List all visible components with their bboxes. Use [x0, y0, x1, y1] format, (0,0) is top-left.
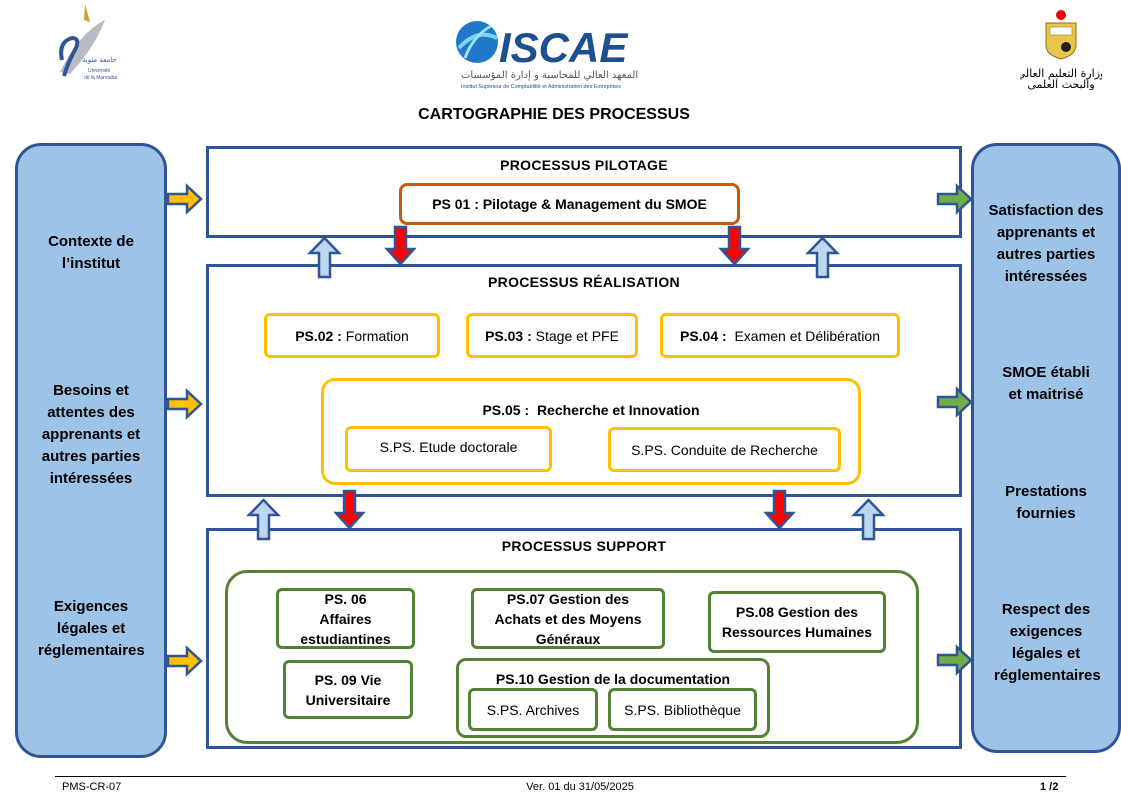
input-arrow-icon — [166, 645, 203, 677]
ps05-label: Recherche et Innovation — [536, 402, 700, 418]
support-title: PROCESSUS SUPPORT — [501, 538, 667, 554]
ministry-logo: وزارة التعليم العالي والبحث العلمي — [1017, 5, 1105, 91]
svg-text:de la Manouba: de la Manouba — [84, 75, 117, 81]
output-legal: Respect des exigences légales et régleme… — [994, 601, 1101, 684]
outputs-panel: Satisfaction des apprenants et autres pa… — [971, 143, 1121, 753]
down-arrow-icon — [384, 225, 417, 266]
output-arrow-icon — [936, 644, 973, 676]
svg-text:المعهد العالي للمحاسبة و إدارة: المعهد العالي للمحاسبة و إدارة المؤسسات — [461, 70, 638, 81]
input-arrow-icon — [166, 388, 203, 420]
input-arrow-icon — [166, 183, 203, 215]
svg-text:Université: Université — [88, 68, 110, 74]
ps02-label: Formation — [345, 327, 409, 344]
svg-text:Institut Supérieur de Comptabi: Institut Supérieur de Comptabilité et Ad… — [461, 84, 621, 90]
input-context: Contexte de l’institut — [48, 233, 134, 272]
svg-text:والبحث العلمي: والبحث العلمي — [1027, 78, 1094, 90]
ps07-box: PS.07 Gestion des Achats et des Moyens G… — [471, 588, 665, 649]
ps05-code: PS.05 : — [482, 402, 530, 418]
input-needs: Besoins et attentes des apprenants et au… — [41, 382, 141, 487]
ps04-label: Examen et Délibération — [734, 327, 880, 344]
output-prestations: Prestations fournies — [1005, 483, 1087, 522]
ps05-sub-conduite-recherche: S.PS. Conduite de Recherche — [608, 427, 841, 472]
page-title: CARTOGRAPHIE DES PROCESSUS — [418, 106, 690, 123]
ps05-sub-etude-doctorale: S.PS. Etude doctorale — [345, 426, 552, 472]
ps03-label: Stage et PFE — [535, 327, 619, 344]
pilotage-title: PROCESSUS PILOTAGE — [500, 157, 668, 173]
up-arrow-icon — [246, 498, 281, 541]
input-legal: Exigences légales et réglementaires — [38, 598, 145, 659]
output-arrow-icon — [936, 386, 973, 418]
ps10-label: PS.10 Gestion de la documentation — [495, 671, 731, 687]
ps10-sub-bibliotheque: S.PS. Bibliothèque — [608, 688, 757, 731]
output-arrow-icon — [936, 183, 973, 215]
ps08-box: PS.08 Gestion des Ressources Humaines — [708, 591, 886, 653]
realisation-title: PROCESSUS RÉALISATION — [488, 274, 680, 290]
ps09-box: PS. 09 Vie Universitaire — [283, 660, 413, 719]
ps03-box: PS.03 : Stage et PFE — [466, 313, 638, 358]
ps02-box: PS.02 : Formation — [264, 313, 440, 358]
up-arrow-icon — [307, 236, 342, 279]
ps01-box: PS 01 : Pilotage & Management du SMOE — [399, 183, 740, 225]
footer-version: Ver. 01 du 31/05/2025 — [526, 781, 634, 793]
down-arrow-icon — [333, 489, 366, 530]
universite-manouba-logo: جامعة منوبة Université de la Manouba — [40, 2, 130, 90]
output-smoe: SMOE établi et maitrisé — [1002, 364, 1090, 403]
ps03-code: PS.03 : — [485, 327, 532, 344]
svg-text:جامعة منوبة: جامعة منوبة — [82, 56, 117, 64]
iscae-wordmark: ISCAE — [499, 24, 629, 71]
down-arrow-icon — [718, 225, 751, 266]
ps04-code: PS.04 : — [679, 327, 727, 344]
up-arrow-icon — [851, 498, 886, 541]
inputs-panel: Contexte de l’institut Besoins et attent… — [15, 143, 167, 758]
footer-page: 1 /2 — [1040, 781, 1059, 793]
up-arrow-icon — [805, 236, 840, 279]
ps02-code: PS.02 : — [295, 327, 342, 344]
footer-ref: PMS-CR-07 — [62, 781, 122, 793]
iscae-logo: ISCAE المعهد العالي للمحاسبة و إدارة الم… — [455, 18, 655, 94]
ps04-box: PS.04 : Examen et Délibération — [660, 313, 900, 358]
svg-text:وزارة التعليم العالي: وزارة التعليم العالي — [1020, 67, 1102, 80]
down-arrow-icon — [763, 489, 796, 530]
ps10-sub-archives: S.PS. Archives — [468, 688, 598, 731]
footer-divider — [55, 776, 1066, 777]
ps06-box: PS. 06 Affaires estudiantines — [276, 588, 415, 649]
output-satisfaction: Satisfaction des apprenants et autres pa… — [988, 202, 1104, 285]
